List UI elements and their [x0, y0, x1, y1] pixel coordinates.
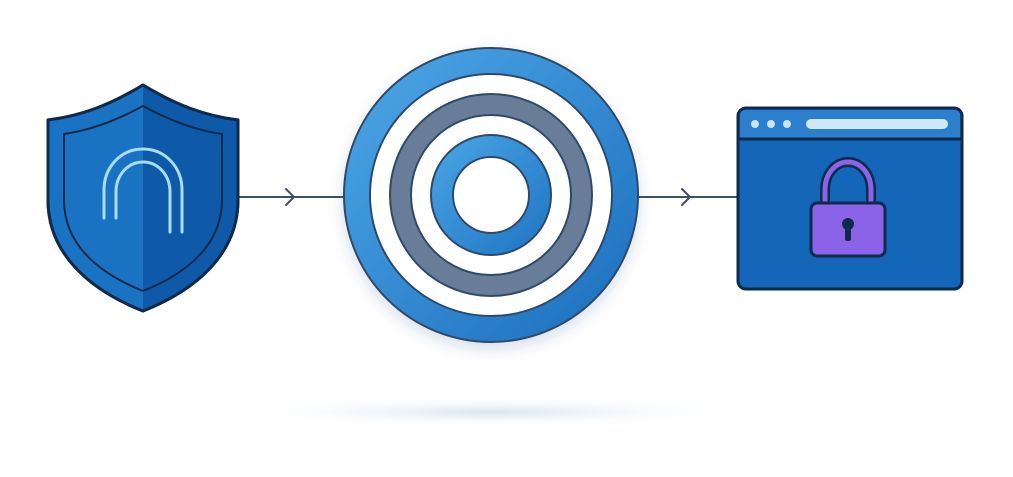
- ground-shadow: [220, 396, 760, 428]
- connector-arrow-2: [638, 188, 738, 206]
- address-bar: [806, 119, 948, 129]
- connector-arrow-1: [238, 188, 344, 206]
- browser-window-icon: [736, 106, 964, 291]
- concentric-rings-icon: [343, 47, 639, 343]
- window-dots: [751, 120, 791, 128]
- padlock-icon: [809, 156, 887, 258]
- shield-icon: [46, 83, 240, 313]
- arch-icon: [102, 147, 184, 234]
